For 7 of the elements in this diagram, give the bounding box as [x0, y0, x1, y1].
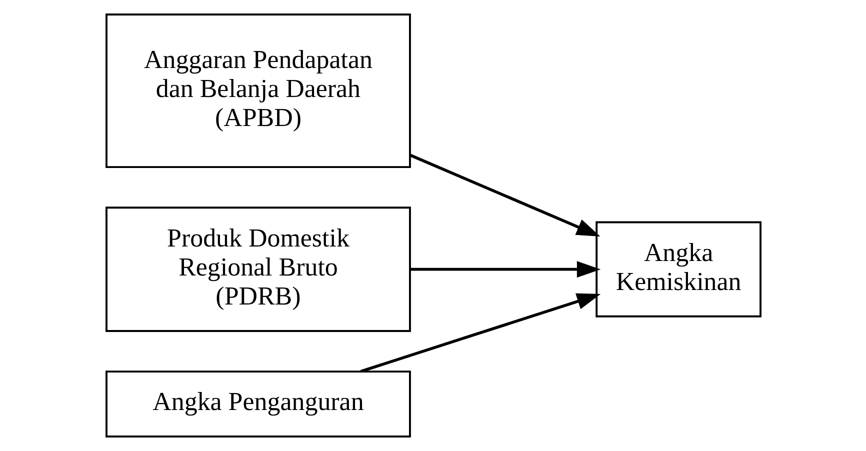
arrow [409, 154, 600, 237]
node-box: Produk Domestik Regional Bruto (PDRB) [105, 206, 410, 332]
node-box: Angka Kemiskinan [595, 221, 761, 318]
node-box: Anggaran Pendapatan dan Belanja Daerah (APBD) [105, 14, 410, 168]
arrow [360, 293, 600, 373]
node-box: Angka Penganguran [105, 370, 410, 438]
arrow [410, 261, 600, 278]
